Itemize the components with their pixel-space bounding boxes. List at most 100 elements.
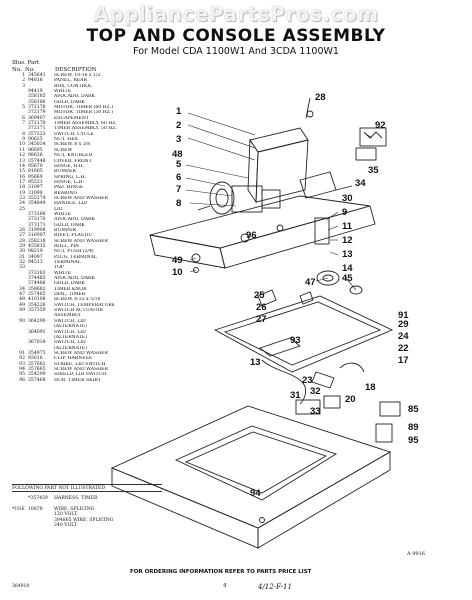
lid [213,295,394,373]
row-desc: NUT, KNURLED [54,153,93,159]
row-part: 372171 [28,126,46,132]
row-key: 8 [22,131,25,137]
row-part: 95521 [28,179,43,185]
row-desc: AVOCADO, DARK [54,276,95,282]
row-desc: ESCAPEMENT [54,115,89,121]
row-desc: SWITCH, LID [54,329,86,335]
row-part: 345034 [28,142,46,148]
timer-dial [316,270,340,286]
row-key: 17 [19,179,25,185]
callout-27: 27 [256,314,267,325]
callout-48: 48 [172,149,183,160]
row-key: 10 [19,142,25,148]
row-desc: SWITCH, LID [54,318,86,324]
callout-35: 35 [368,165,379,176]
figure-id: A 9916 [407,551,425,557]
row-part: 455815 [28,244,46,249]
row-key: 91 [19,350,25,356]
parts-row: ASSEMBLY [12,313,150,318]
row-key: 89 [19,308,25,314]
harness-clip [359,127,387,147]
row-part: 374485 [28,276,46,282]
row-part: 95669 [28,174,43,180]
row-desc: HINGE, R.H. [54,163,85,169]
row-desc: BUMPER [54,227,76,233]
callout-92: 92 [375,120,386,131]
row-part: 93016 [28,356,43,362]
row-desc: ROLL, PIN [54,244,80,249]
row-desc: HUB, TIMER SKIRT [54,377,101,383]
control-box-front [255,139,309,203]
document-number: 364918 [12,584,30,589]
row-part: 98219 [28,249,43,255]
row-part: 357359 [28,308,46,314]
row-part: 369407 [28,115,46,121]
lid-switch-shield [379,401,401,417]
row-part: 364091 [28,329,46,335]
callout-23: 23 [302,375,313,386]
row-desc: BEARING [54,190,78,196]
row-desc: RIVET, PLASTIC [54,233,93,239]
header-part: No. [25,66,35,73]
callout-12: 12 [342,235,353,246]
row-desc: CLIP, HARNESS [54,356,92,362]
row-key: 32 [19,260,25,266]
row-desc: ASSEMBLY [54,313,81,319]
row-part: 357465 [28,292,46,298]
row-part: 34097 [28,254,43,260]
row-part: 354849 [28,201,46,207]
callout-28: 28 [315,92,326,103]
row-part: 364290 [28,318,46,324]
row-key: 29 [19,244,25,249]
callout-34: 34 [355,178,366,189]
row-desc: GOLD, DARK [54,222,85,228]
row-desc: LID [54,206,63,212]
row-desc: TERMINAL [54,260,81,266]
row-key: 9 [22,137,25,143]
row-desc: GOLD, DARK [54,281,85,287]
row-desc: PAD, HINGE [54,185,84,191]
row-desc: TIMER ASSEMBLY, 50 HZ. [54,126,117,132]
not-illustrated-heading: FOLLOWING PART NOT ILLUSTRATED [12,486,106,491]
row-key: 34 [19,286,25,292]
row-desc: SWITCH, TEMPERATURE [54,302,116,308]
hub-timer-skirt [240,233,250,243]
row-part: 358185 [28,94,46,100]
row-key: 25 [19,206,25,212]
use-line: 120 VOLT [54,512,77,518]
callout-7: 7 [176,184,181,195]
row-desc: NUT, HEX [54,137,78,143]
terminal-plug [323,395,341,409]
callout-5: 5 [176,159,182,170]
callout-31: 31 [290,390,301,401]
row-key: 33 [19,265,25,271]
use-line: 394865 WIRE, SPLICING [54,517,114,523]
watermark-text: AppliancePartsPros.com [93,2,379,26]
use-part: 10878 [28,507,43,512]
callout-13b: 13 [250,357,261,368]
callout-13: 13 [342,249,353,260]
callout-33: 33 [310,406,321,417]
control-box-top [249,127,309,153]
control-box-side [247,138,259,204]
